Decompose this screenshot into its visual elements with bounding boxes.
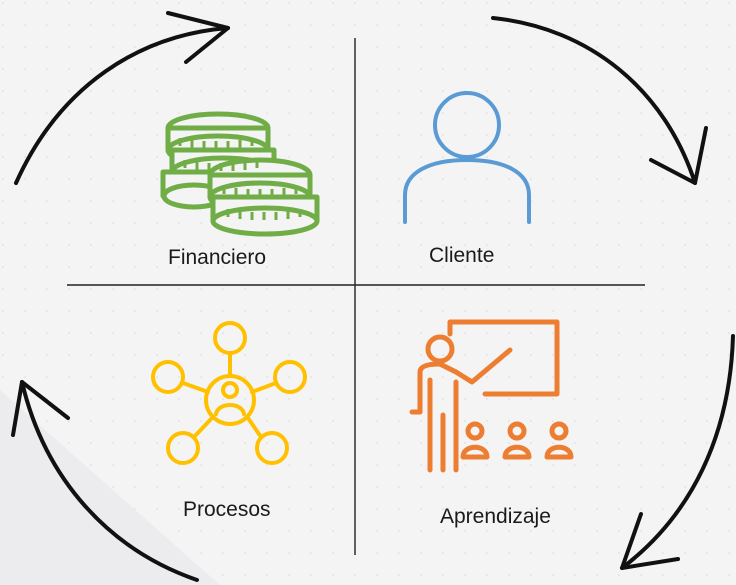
cycle-arrow-top-left	[14, 11, 230, 185]
cycle-arrow-top-right	[491, 16, 708, 185]
teacher-presentation-icon	[409, 319, 574, 473]
cycle-arrow-bottom-right	[620, 334, 735, 570]
aprendizaje-label: Aprendizaje	[440, 505, 551, 528]
financiero-label: Financiero	[168, 246, 267, 269]
coins-stack-icon	[160, 111, 320, 237]
procesos-label: Procesos	[183, 498, 271, 521]
cliente-label: Cliente	[429, 244, 495, 267]
person-icon	[403, 91, 531, 224]
cycle-arrow-bottom-left	[11, 380, 199, 582]
process-network-icon	[151, 321, 307, 465]
